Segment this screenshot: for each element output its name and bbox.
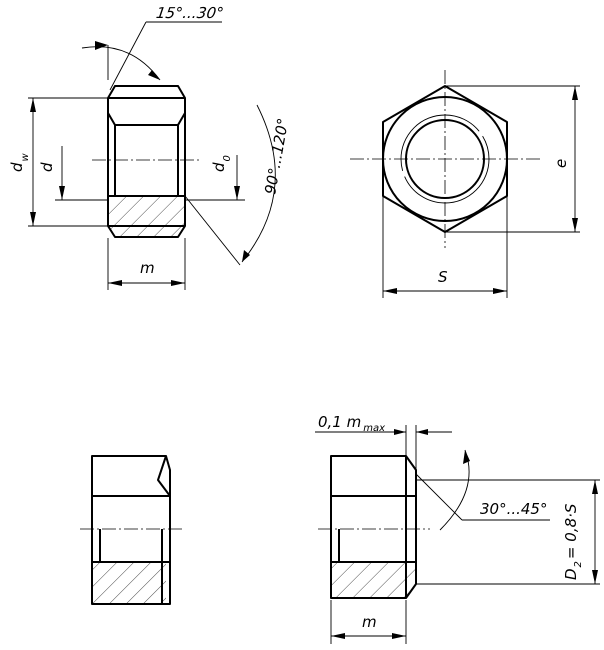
d0-label: d0 <box>210 155 233 172</box>
side-view-top: 15°...30° dw d d0 90°...120° m <box>8 4 292 290</box>
d2-label: D2= 0,8·S <box>562 503 584 580</box>
side-view-bottom-left <box>80 455 182 605</box>
svg-text:D2= 0,8·S: D2= 0,8·S <box>562 503 584 580</box>
svg-text:d0: d0 <box>210 155 233 172</box>
chamfer-angle-label: 30°...45° <box>480 500 547 518</box>
section-hatch <box>108 196 185 237</box>
angle-top-label: 15°...30° <box>155 4 225 22</box>
section-hatch <box>92 562 166 604</box>
section-hatch <box>331 562 416 598</box>
e-label: e <box>552 159 570 168</box>
s-label: S <box>438 268 448 286</box>
angle-side-label: 90°...120° <box>261 117 292 196</box>
m-top-label: m <box>140 259 155 277</box>
dw-label: dw <box>8 152 31 172</box>
m-bottom-label: m <box>362 613 377 631</box>
d-label: d <box>38 162 56 172</box>
svg-text:dw: dw <box>8 152 31 172</box>
front-view-hex: e S <box>350 70 580 298</box>
